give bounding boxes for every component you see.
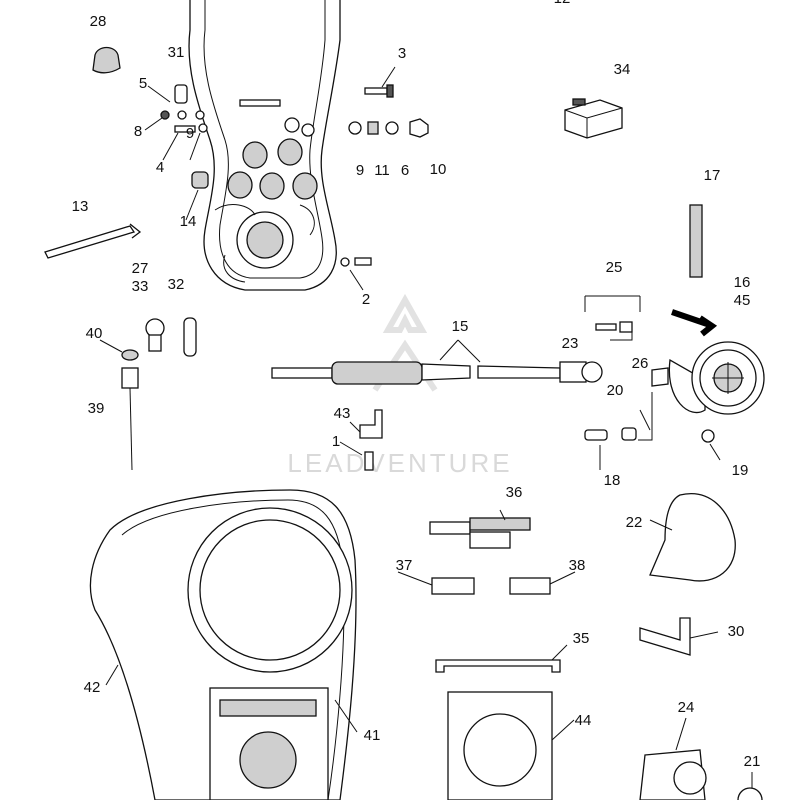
- part-32-bulb: [183, 317, 197, 357]
- watermark: LEADVENTURE: [287, 293, 512, 478]
- part-13-cable-tie: [44, 223, 142, 259]
- callout-43: 43: [334, 405, 351, 422]
- callout-25: 25: [606, 259, 623, 276]
- part-14-grommet: [191, 171, 209, 189]
- part-17-strip: [689, 204, 703, 278]
- callout-17: 17: [704, 167, 721, 184]
- callout-4: 4: [156, 159, 164, 176]
- callout-42: 42: [84, 679, 101, 696]
- callout-34: 34: [614, 61, 631, 78]
- part-16-speedometer: [651, 341, 765, 415]
- callout-38: 38: [569, 557, 586, 574]
- callout-39: 39: [88, 400, 105, 417]
- callout-6: 6: [401, 162, 409, 179]
- callout-21: 21: [744, 753, 761, 770]
- part-39-40-socket: [121, 349, 139, 471]
- part-11-nut: [367, 121, 379, 135]
- leader-lines: [99, 66, 753, 788]
- callout-9b: 9: [356, 162, 364, 179]
- part-37-decal: [431, 577, 475, 595]
- callout-16: 16: [734, 274, 751, 291]
- callout-36: 36: [506, 484, 523, 501]
- callout-24: 24: [678, 699, 695, 716]
- callouts: 12 28 31 3 5 8 9 4 9 11 6 10 34 14 13 17…: [72, 0, 761, 770]
- part-21-ring: [737, 787, 763, 800]
- callout-9a: 9: [186, 125, 194, 142]
- callout-12: 12: [554, 0, 571, 7]
- callout-35: 35: [573, 630, 590, 647]
- callout-27: 27: [132, 260, 149, 277]
- part-4-screw: [174, 125, 196, 133]
- callout-3: 3: [398, 45, 406, 62]
- part-24-unit: [639, 749, 707, 800]
- callout-28: 28: [90, 13, 107, 30]
- part-19-nut: [701, 429, 715, 443]
- part-5b-washer: [195, 110, 205, 120]
- callout-15: 15: [452, 318, 469, 335]
- part-2-screw: [340, 257, 350, 267]
- part-20-grommet: [621, 427, 637, 441]
- callout-14: 14: [180, 213, 197, 230]
- arrow-pointer: [671, 309, 718, 337]
- callout-8: 8: [134, 123, 142, 140]
- callout-5: 5: [139, 75, 147, 92]
- callout-32: 32: [168, 276, 185, 293]
- callout-26: 26: [632, 355, 649, 372]
- callout-10: 10: [430, 161, 447, 178]
- part-18-grommet: [584, 429, 608, 441]
- callout-33: 33: [132, 278, 149, 295]
- callout-45: 45: [734, 292, 751, 309]
- part-9a-washer: [198, 123, 208, 133]
- part-43-bracket: [359, 409, 383, 439]
- callout-23: 23: [562, 335, 579, 352]
- part-22-housing: [649, 493, 736, 582]
- watermark-text: LEADVENTURE: [287, 448, 512, 478]
- part-3-screw: [364, 84, 394, 98]
- part-8-screw: [160, 110, 170, 120]
- part-2b-screw: [354, 257, 372, 266]
- part-33-bulb: [145, 318, 165, 352]
- instrument-bracket: [188, 0, 341, 291]
- part-6-washer: [385, 121, 399, 135]
- callout-13: 13: [72, 198, 89, 215]
- part-23-screw: [595, 323, 617, 331]
- part-26-nut: [619, 321, 633, 333]
- callout-30: 30: [728, 623, 745, 640]
- callout-41: 41: [364, 727, 381, 744]
- callout-22: 22: [626, 514, 643, 531]
- part-38-decal: [509, 577, 551, 595]
- callout-2: 2: [362, 291, 370, 308]
- part-1-screw: [364, 451, 374, 471]
- callout-37: 37: [396, 557, 413, 574]
- part-28-cap: [92, 46, 121, 74]
- callout-40: 40: [86, 325, 103, 342]
- callout-31: 31: [168, 44, 185, 61]
- callout-1: 1: [332, 433, 340, 450]
- part-9b-washer: [348, 121, 362, 135]
- part-36-decals: [429, 517, 531, 549]
- part-41-42-cover: [89, 489, 357, 800]
- part-44-panel: [447, 691, 553, 800]
- callout-18: 18: [604, 472, 621, 489]
- part-30-bracket: [639, 617, 691, 656]
- callout-20: 20: [607, 382, 624, 399]
- part-15-cable: [271, 361, 603, 385]
- part-34-connector: [564, 98, 623, 139]
- part-5-washer: [177, 110, 187, 120]
- part-10-nut: [409, 118, 429, 138]
- part-31-spacer: [174, 84, 188, 104]
- callout-11: 11: [374, 162, 390, 179]
- part-35-bar: [435, 659, 561, 673]
- callout-44: 44: [575, 712, 592, 729]
- callout-19: 19: [732, 462, 749, 479]
